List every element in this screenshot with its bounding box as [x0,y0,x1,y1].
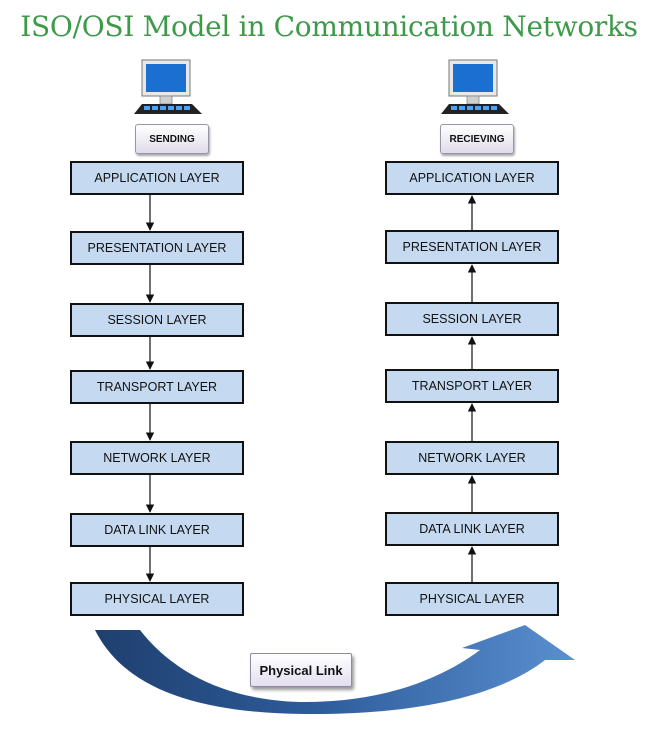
receiving-computer-icon [437,58,517,127]
sender-physical-layer: PHYSICAL LAYER [70,582,244,616]
sender-presentation-layer: PRESENTATION LAYER [70,231,244,265]
receiver-physical-layer: PHYSICAL LAYER [385,582,559,616]
receiver-application-layer: APPLICATION LAYER [385,161,559,195]
sending-tag: SENDING [135,124,209,154]
sender-network-layer: NETWORK LAYER [70,441,244,475]
sender-data-link-layer: DATA LINK LAYER [70,513,244,547]
sending-computer-icon [130,58,210,127]
receiver-network-layer: NETWORK LAYER [385,441,559,475]
physical-link-label: Physical Link [250,653,352,687]
receiver-presentation-layer: PRESENTATION LAYER [385,230,559,264]
sender-session-layer: SESSION LAYER [70,303,244,337]
sender-transport-layer: TRANSPORT LAYER [70,370,244,404]
receiver-data-link-layer: DATA LINK LAYER [385,512,559,546]
receiving-tag: RECIEVING [440,124,514,154]
sender-application-layer: APPLICATION LAYER [70,161,244,195]
receiver-session-layer: SESSION LAYER [385,302,559,336]
receiver-transport-layer: TRANSPORT LAYER [385,369,559,403]
page-title: ISO/OSI Model in Communication Networks [20,10,638,43]
